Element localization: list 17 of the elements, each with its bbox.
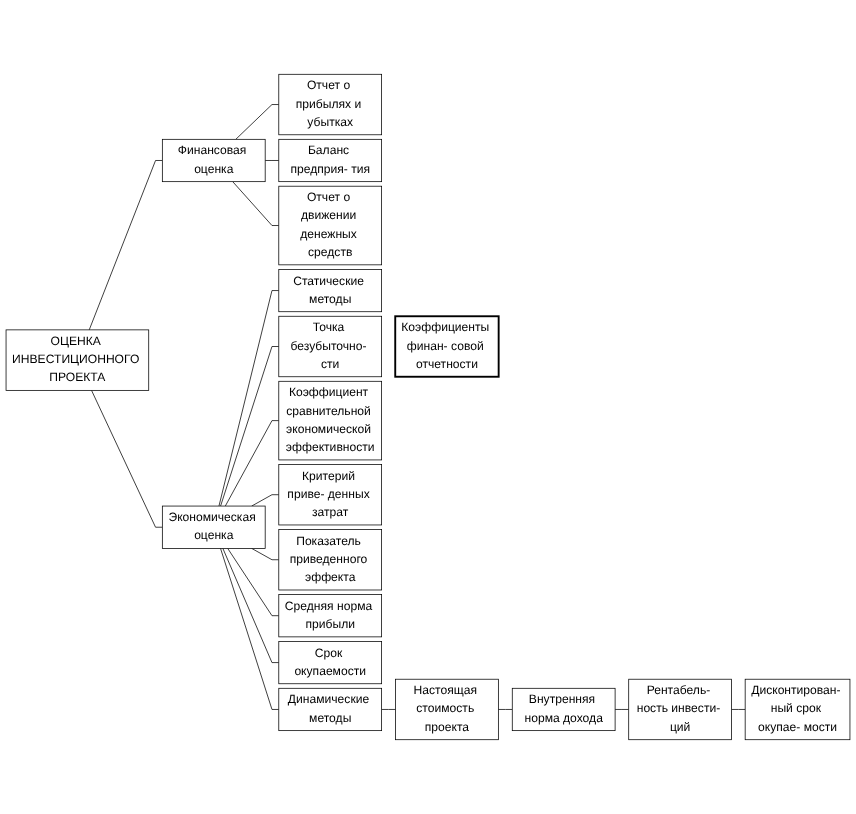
connector bbox=[91, 390, 163, 528]
connector bbox=[227, 548, 280, 617]
connector bbox=[731, 709, 746, 710]
connector bbox=[220, 548, 280, 710]
connector bbox=[218, 290, 280, 507]
connector bbox=[232, 181, 280, 226]
connector bbox=[381, 709, 396, 710]
connector bbox=[222, 548, 280, 663]
connector bbox=[251, 548, 280, 561]
connector bbox=[251, 494, 280, 507]
connector bbox=[614, 709, 630, 710]
connector bbox=[88, 160, 163, 331]
connector bbox=[498, 709, 513, 710]
connector bbox=[264, 160, 280, 161]
connector bbox=[224, 420, 280, 507]
connector bbox=[235, 104, 280, 140]
connector bbox=[220, 346, 280, 507]
